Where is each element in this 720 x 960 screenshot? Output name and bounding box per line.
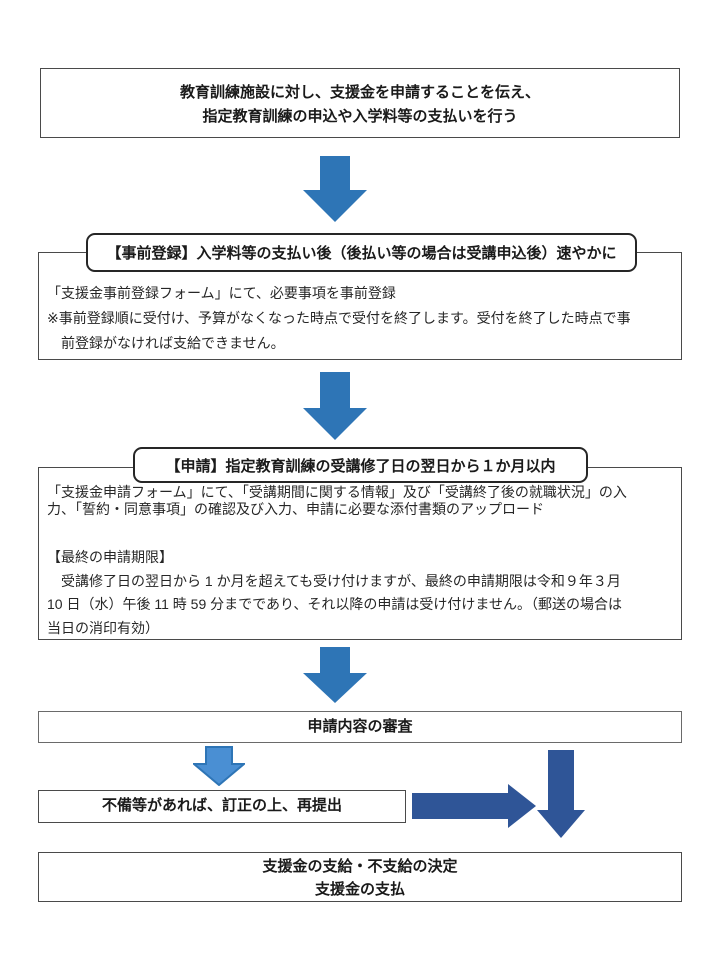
- decision-box: 支援金の支給・不支給の決定 支援金の支払: [38, 852, 682, 902]
- deadline-line2: 10 日（水）午後 11 時 59 分までであり、それ以降の申請は受け付けません…: [47, 596, 623, 612]
- pre-registration-body-line1: 「支援金事前登録フォーム」にて、必要事項を事前登録: [47, 285, 396, 301]
- down-arrow-shape: [303, 372, 367, 440]
- review-label: 申請内容の審査: [307, 718, 413, 735]
- step1-text-line2: 指定教育訓練の申込や入学料等の支払いを行う: [202, 108, 518, 125]
- down-arrow-icon: [303, 372, 367, 440]
- application-body-line1: 「支援金申請フォーム」にて、「受講期間に関する情報」及び「受講終了後の就職状況」…: [47, 484, 627, 500]
- right-arrow-shape: [412, 784, 536, 828]
- application-body-line2: 力、「誓約・同意事項」の確認及び入力、申請に必要な添付書類のアップロード: [47, 501, 544, 517]
- deadline-line3: 当日の消印有効）: [47, 619, 159, 636]
- correction-box: 不備等があれば、訂正の上、再提出: [38, 790, 406, 823]
- review-box: 申請内容の審査: [38, 711, 682, 743]
- down-arrow-icon: [303, 156, 367, 222]
- down-arrow-shape: [537, 750, 585, 838]
- right-arrow-icon: [412, 784, 536, 828]
- application-deadline: 【最終の申請期限】 受講修了日の翌日から 1 か月を超えても受け付けますが、最終…: [47, 546, 677, 640]
- down-arrow-shape: [193, 746, 245, 786]
- pre-registration-body-line3: 前登録がなければ支給できません。: [61, 335, 285, 351]
- correction-label: 不備等があれば、訂正の上、再提出: [101, 797, 342, 814]
- decision-line2: 支援金の支払: [314, 881, 405, 898]
- pre-registration-body-line2: ※事前登録順に受付け、予算がなくなった時点で受付を終了します。受付を終了した時点…: [47, 310, 631, 326]
- down-arrow-shape: [303, 647, 367, 703]
- application-label: 【申請】指定教育訓練の受講修了日の翌日から１か月以内: [133, 447, 588, 483]
- down-arrow-icon: [193, 746, 245, 786]
- pre-registration-body: 「支援金事前登録フォーム」にて、必要事項を事前登録 ※事前登録順に受付け、予算が…: [47, 281, 677, 356]
- step1-text-line1: 教育訓練施設に対し、支援金を申請することを伝え、: [179, 84, 540, 101]
- application-box: 「支援金申請フォーム」にて、「受講期間に関する情報」及び「受講終了後の就職状況」…: [38, 467, 682, 640]
- pre-registration-label: 【事前登録】入学料等の支払い後（後払い等の場合は受講申込後）速やかに: [86, 233, 637, 272]
- down-arrow-icon: [537, 750, 585, 838]
- decision-line1: 支援金の支給・不支給の決定: [262, 858, 458, 875]
- step1-box: 教育訓練施設に対し、支援金を申請することを伝え、 指定教育訓練の申込や入学料等の…: [40, 68, 680, 138]
- deadline-line1: 受講修了日の翌日から 1 か月を超えても受け付けますが、最終の申請期限は令和９年…: [61, 572, 621, 589]
- deadline-heading: 【最終の申請期限】: [47, 549, 173, 565]
- down-arrow-icon: [303, 647, 367, 703]
- application-body: 「支援金申請フォーム」にて、「受講期間に関する情報」及び「受講終了後の就職状況」…: [47, 484, 677, 518]
- down-arrow-shape: [303, 156, 367, 222]
